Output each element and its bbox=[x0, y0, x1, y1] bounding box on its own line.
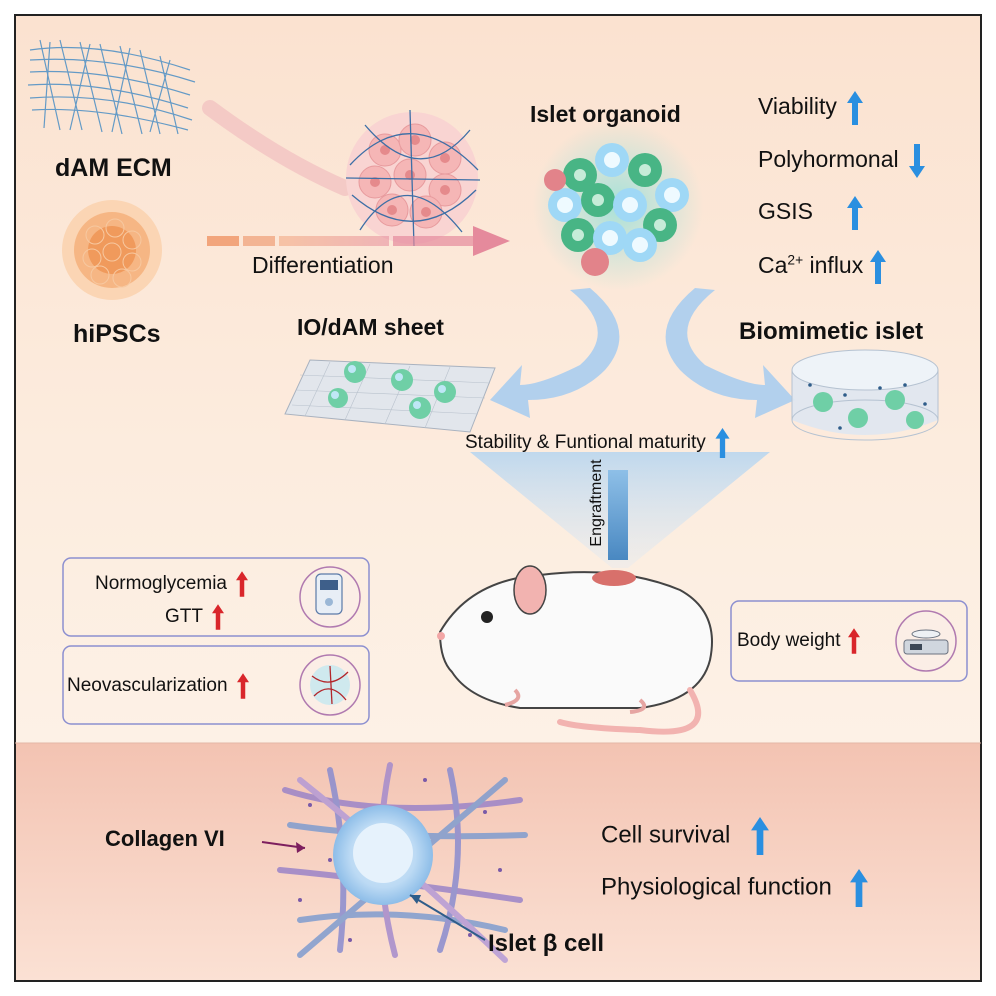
up-arrow-icon bbox=[211, 604, 224, 630]
differentiation-label: Differentiation bbox=[252, 252, 394, 278]
mouse-image bbox=[437, 565, 713, 735]
differentiation-arrow bbox=[207, 226, 510, 256]
up-arrow-icon bbox=[715, 428, 730, 458]
scale-icon bbox=[895, 610, 957, 672]
up-arrow-icon bbox=[847, 91, 864, 125]
islet-organoid-image bbox=[533, 120, 703, 290]
vasculature-icon bbox=[299, 654, 361, 716]
body-weight-box bbox=[730, 600, 968, 682]
collagen-pointer-arrow bbox=[261, 841, 306, 853]
incorporation-arrow bbox=[202, 100, 353, 196]
up-arrow-icon bbox=[236, 571, 249, 597]
biomimetic-islet-label: Biomimetic islet bbox=[739, 318, 924, 345]
hipscs-colony bbox=[62, 200, 162, 300]
up-arrow-icon bbox=[236, 673, 249, 699]
io-dam-sheet-label: IO/dAM sheet bbox=[297, 314, 444, 340]
glycemia-box bbox=[62, 557, 370, 637]
ca-influx-prop: Ca2+ influx bbox=[758, 250, 886, 284]
gsis-prop: GSIS bbox=[758, 196, 864, 230]
outer-frame bbox=[14, 14, 982, 982]
dam-ecm-fibers bbox=[27, 39, 196, 135]
neovascularization-outcome: Neovascularization bbox=[67, 673, 249, 699]
collagen-vi-label: Collagen VI bbox=[105, 826, 225, 851]
up-arrow-icon bbox=[869, 250, 886, 284]
biomimetic-islet-image bbox=[791, 349, 939, 441]
dam-ecm-label: dAM ECM bbox=[55, 154, 172, 182]
hipscs-label: hiPSCs bbox=[73, 320, 161, 348]
cell-survival-prop: Cell survival bbox=[601, 817, 769, 855]
beta-cell-pointer-arrow bbox=[409, 894, 486, 941]
up-arrow-icon bbox=[847, 628, 860, 654]
islet-organoid-label: Islet organoid bbox=[530, 101, 681, 127]
engraftment-gradient bbox=[608, 470, 628, 560]
beta-cell-nucleus bbox=[353, 823, 413, 883]
polyhormonal-prop: Polyhormonal bbox=[758, 144, 926, 178]
normoglycemia-outcome: Normoglycemia bbox=[95, 571, 249, 597]
up-arrow-icon bbox=[847, 196, 864, 230]
body-weight-outcome: Body weight bbox=[737, 628, 860, 654]
engraftment-label: Engraftment bbox=[588, 459, 605, 547]
collagen-dots bbox=[298, 778, 502, 942]
glucometer-icon bbox=[299, 566, 361, 628]
gtt-outcome: GTT bbox=[165, 604, 224, 630]
io-dam-sheet-image bbox=[284, 359, 496, 433]
split-arrows bbox=[490, 288, 795, 418]
physiological-function-prop: Physiological function bbox=[601, 869, 869, 907]
neovascularization-box bbox=[62, 645, 370, 725]
down-arrow-icon bbox=[909, 144, 926, 178]
up-arrow-icon bbox=[751, 817, 769, 855]
stability-label: Stability & Funtional maturity bbox=[465, 428, 730, 458]
up-arrow-icon bbox=[850, 869, 869, 907]
islet-beta-cell-label: Islet β cell bbox=[488, 930, 605, 957]
viability-prop: Viability bbox=[758, 91, 864, 125]
ecm-organoid bbox=[345, 109, 481, 247]
